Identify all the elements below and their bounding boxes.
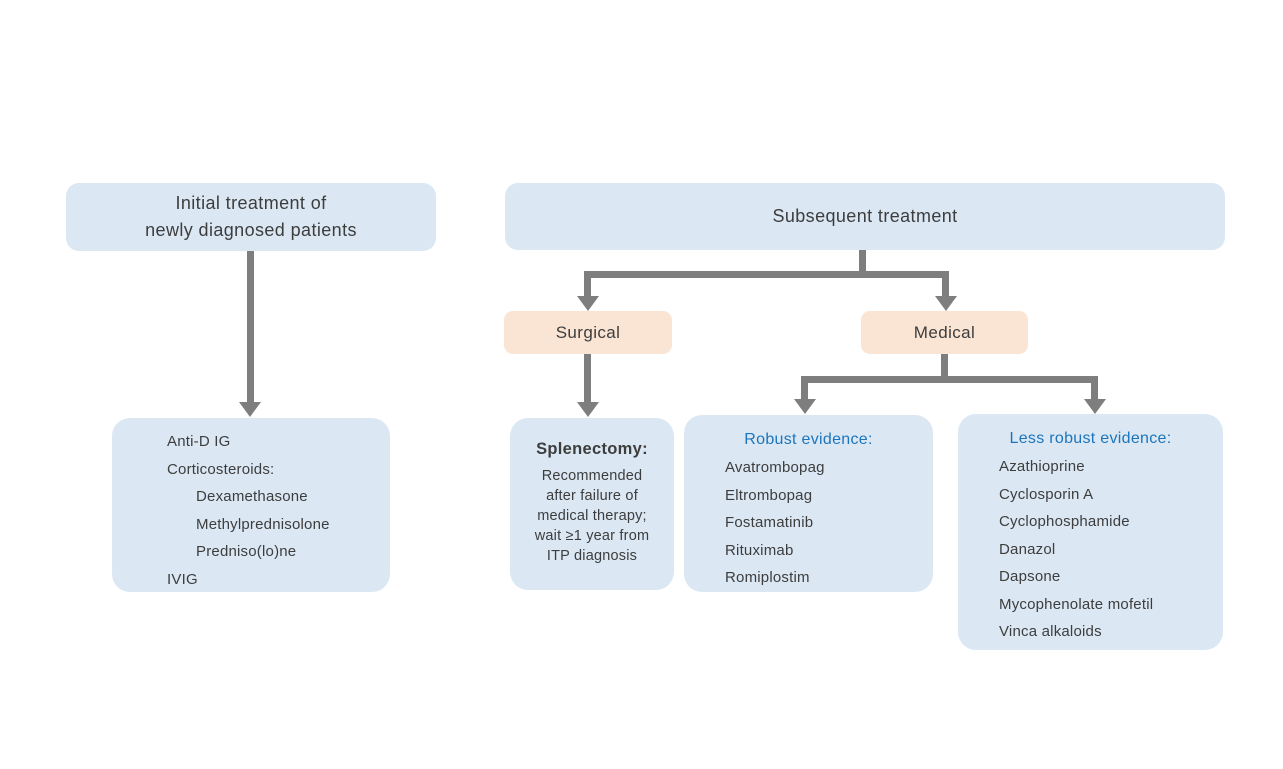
list-item: Azathioprine (999, 458, 1085, 475)
splenectomy-body-line: ITP diagnosis (546, 548, 638, 564)
arrow-to-medical-head-icon (935, 296, 957, 311)
subsequent-treatment-title: Subsequent treatment (772, 206, 958, 226)
arrow-to-less-robust-head-icon (1084, 399, 1106, 414)
initial-treatment-title-line2: newly diagnosed patients (145, 220, 357, 240)
arrow-initial-to-options-line (247, 251, 254, 402)
list-item: Danazol (999, 540, 1056, 558)
initial-treatment-title-line1: Initial treatment of (175, 193, 327, 213)
splenectomy-body-line: Recommended (541, 468, 643, 484)
splenectomy-body: Recommended after failure of medical the… (510, 459, 674, 566)
list-item: Cyclophosphamide (999, 513, 1130, 530)
splenectomy-body-line: after failure of (546, 488, 638, 504)
robust-evidence-heading: Robust evidence: (744, 431, 873, 448)
arrow-to-medical-line (942, 271, 949, 298)
robust-evidence-box: Robust evidence: Avatrombopag Eltrombopa… (684, 415, 933, 592)
arrow-subsequent-stem (859, 250, 866, 278)
medical-label: Medical (913, 322, 976, 342)
arrow-surgical-to-splenectomy-head-icon (577, 402, 599, 417)
less-robust-evidence-heading: Less robust evidence: (1009, 430, 1172, 447)
list-item: Fostamatinib (725, 514, 814, 531)
arrow-medical-stem (941, 354, 948, 380)
subsequent-treatment-box: Subsequent treatment (505, 183, 1225, 250)
arrow-initial-to-options-head-icon (239, 402, 261, 417)
list-item: Methylprednisolone (196, 515, 330, 533)
initial-options-box: Anti-D IG Corticosteroids: Dexamethasone… (112, 418, 390, 592)
robust-evidence-list: Avatrombopag Eltrombopag Fostamatinib Ri… (684, 452, 933, 592)
list-item: Corticosteroids: (167, 460, 275, 478)
splenectomy-body-line: wait ≥1 year from (534, 528, 650, 544)
initial-treatment-box: Initial treatment of newly diagnosed pat… (66, 183, 436, 251)
arrow-to-surgical-line (584, 271, 591, 298)
less-robust-evidence-box: Less robust evidence: Azathioprine Cyclo… (958, 414, 1223, 650)
list-item: Avatrombopag (725, 459, 825, 476)
arrow-to-surgical-head-icon (577, 296, 599, 311)
splenectomy-box: Splenectomy: Recommended after failure o… (510, 418, 674, 590)
arrow-to-less-robust-line (1091, 376, 1098, 400)
splenectomy-heading: Splenectomy: (536, 440, 648, 458)
arrow-to-robust-line (801, 376, 808, 400)
list-item: Eltrombopag (725, 486, 813, 504)
arrow-medical-crossbar (801, 376, 1098, 383)
list-item: Vinca alkaloids (999, 623, 1102, 640)
list-item: Rituximab (725, 541, 794, 559)
less-robust-evidence-list: Azathioprine Cyclosporin A Cyclophospham… (958, 451, 1223, 646)
surgical-label: Surgical (555, 322, 621, 342)
list-item: Mycophenolate mofetil (999, 595, 1154, 613)
list-item: Romiplostim (725, 569, 810, 586)
list-item: IVIG (167, 570, 198, 588)
medical-box: Medical (861, 311, 1028, 354)
initial-options-list: Anti-D IG Corticosteroids: Dexamethasone… (112, 418, 390, 593)
list-item: Predniso(lo)ne (196, 543, 297, 560)
list-item: Anti-D IG (167, 433, 231, 450)
arrow-to-robust-head-icon (794, 399, 816, 414)
list-item: Dapsone (999, 568, 1061, 585)
surgical-box: Surgical (504, 311, 672, 354)
arrow-surgical-to-splenectomy-line (584, 354, 591, 403)
list-item: Cyclosporin A (999, 485, 1094, 503)
splenectomy-body-line: medical therapy; (537, 508, 647, 524)
arrow-subsequent-crossbar (584, 271, 949, 278)
list-item: Dexamethasone (196, 488, 308, 505)
